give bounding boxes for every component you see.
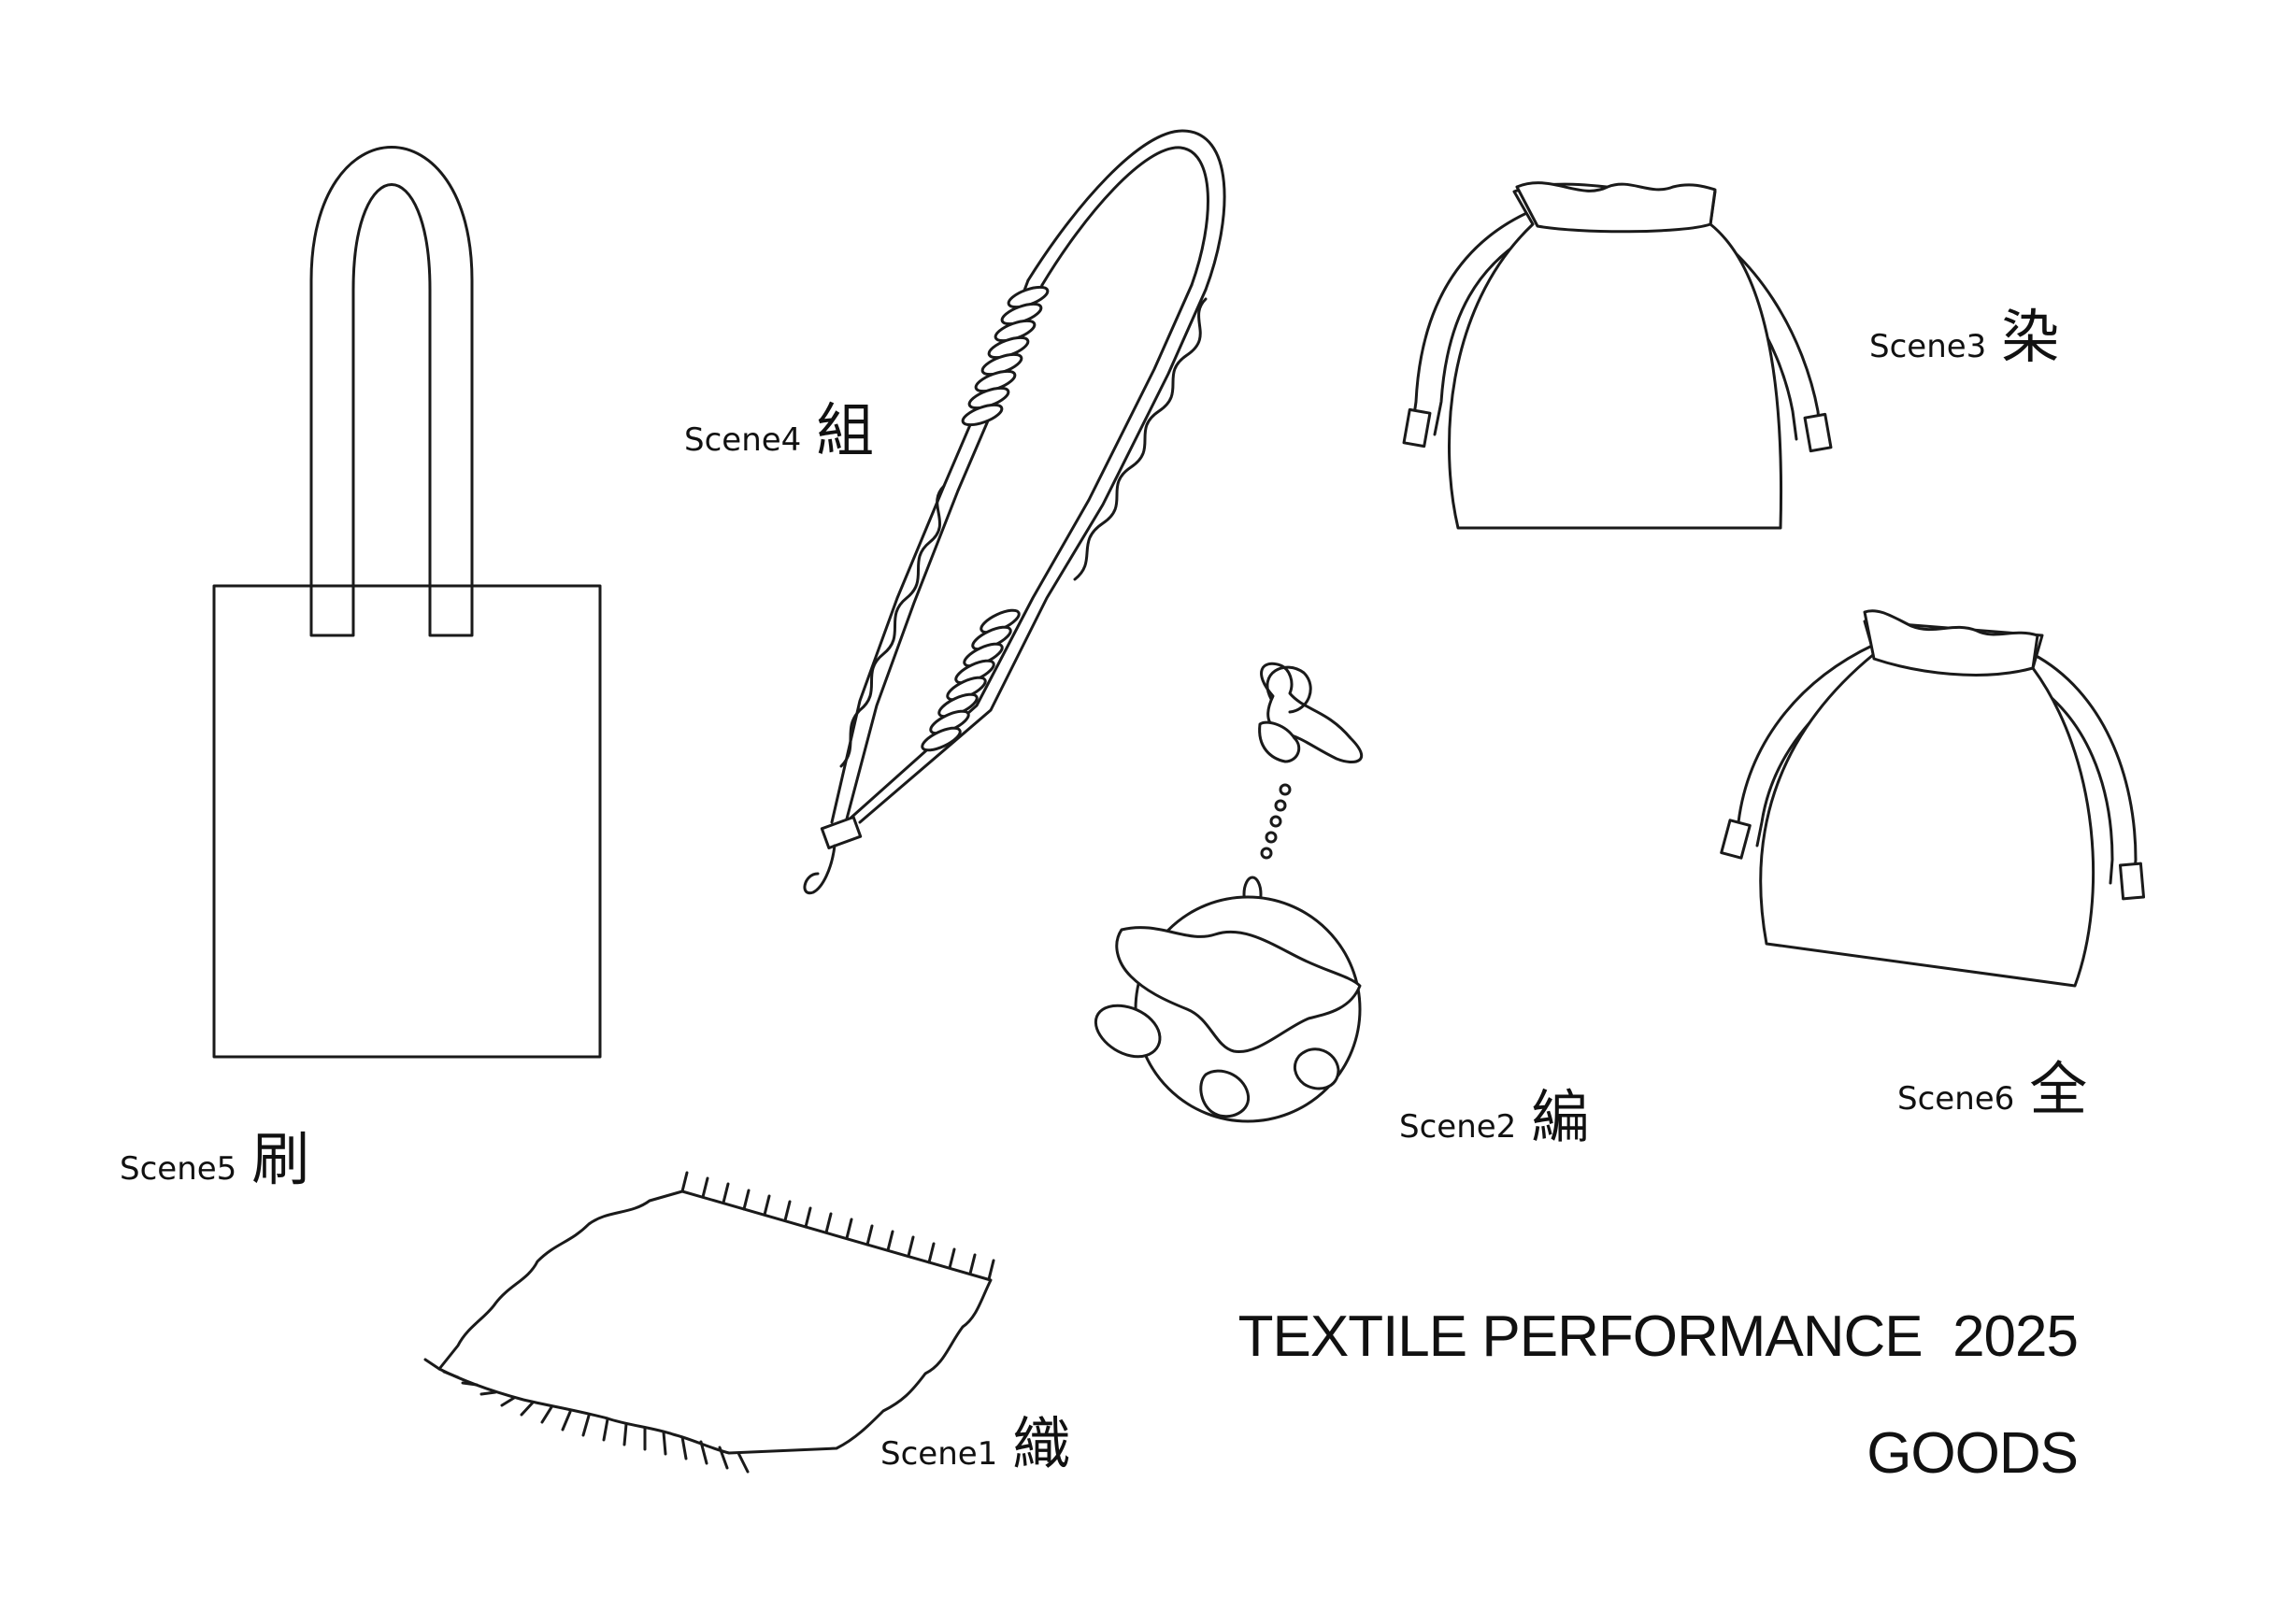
pouch-bottom-ruffle	[1863, 609, 2039, 677]
strap-loop-inner	[1040, 146, 1209, 287]
rug-scene: Scene1	[880, 1435, 998, 1473]
pouch-bottom-kanji: 全	[2029, 1055, 2088, 1123]
goods-heading: GOODS	[1866, 1421, 2079, 1486]
tote-bag-handle	[309, 146, 474, 637]
rug-kanji: 織	[1012, 1410, 1071, 1478]
pouch-bottom-cord-right	[2031, 652, 2138, 885]
strap-clasp	[820, 816, 863, 849]
strap-label: Scene4 組	[684, 402, 874, 460]
keychain-chain	[1260, 783, 1292, 860]
strap-coil-lower	[921, 608, 1021, 752]
pouch-top-illustration	[1402, 181, 1833, 530]
rug-fringe-top	[680, 1171, 995, 1281]
strap-kanji: 組	[816, 396, 875, 464]
pouch-top-body	[1448, 182, 1783, 530]
pouch-top-toggle-left	[1402, 407, 1432, 449]
pouch-top-kanji: 染	[2001, 303, 2060, 371]
event-title: TEXTILE PERFORMANCE 2025	[1237, 1304, 2079, 1369]
strap-cord-right-inner	[844, 283, 1194, 824]
pouch-bottom-label: Scene6 全	[1897, 1061, 2087, 1118]
pouch-top-scene: Scene3	[1869, 328, 1987, 365]
tote-bag-scene: Scene5	[120, 1150, 237, 1188]
tote-bag-kanji: 刷	[251, 1125, 310, 1193]
pouch-bottom-toggle-left	[1720, 819, 1752, 860]
tote-bag-illustration	[212, 146, 602, 1059]
rug-label: Scene1 織	[880, 1416, 1070, 1474]
keychain-clip-lobe	[1258, 720, 1301, 763]
tote-bag-body	[212, 584, 602, 1059]
keychain-ball-blob-left	[1094, 1004, 1162, 1059]
rug-body	[437, 1190, 993, 1455]
strap-loop	[1026, 129, 1226, 292]
keychain-label: Scene2 編	[1399, 1089, 1589, 1147]
pouch-top-ruffle	[1515, 181, 1717, 234]
keychain-illustration	[1094, 662, 1364, 1123]
strap-scene: Scene4	[684, 421, 802, 459]
pouch-top-label: Scene3 染	[1869, 308, 2059, 366]
strap-cord-right	[858, 288, 1208, 824]
strap-hook	[803, 844, 837, 895]
keychain-ball-blob-bottom	[1199, 1069, 1251, 1118]
strap-illustration	[803, 129, 1226, 895]
pouch-bottom-toggle-right	[2118, 862, 2146, 901]
pouch-bottom-body	[1759, 620, 2095, 988]
rug-fringe-bottom	[423, 1358, 750, 1474]
strap-coil-upper	[961, 285, 1050, 427]
tote-bag-handle-front	[309, 584, 474, 637]
keychain-ball-blob-right	[1293, 1047, 1340, 1090]
strap-wavy-cord-right	[1073, 297, 1208, 581]
pouch-bottom-illustration	[1720, 609, 2146, 988]
pouch-bottom-cord-left	[1732, 643, 1876, 848]
pouch-bottom-scene: Scene6	[1897, 1080, 2015, 1118]
keychain-scene: Scene2	[1399, 1108, 1517, 1146]
pouch-top-cord-left	[1409, 208, 1535, 436]
keychain-clip-ring	[1266, 665, 1312, 714]
keychain-ball-pattern	[1115, 926, 1362, 1054]
tote-bag-label: Scene5 刷	[120, 1131, 309, 1189]
pouch-top-toggle-right	[1803, 412, 1833, 453]
strap-wavy-cord-left	[839, 484, 946, 768]
rug-illustration	[423, 1171, 995, 1474]
keychain-kanji: 編	[1531, 1083, 1590, 1151]
